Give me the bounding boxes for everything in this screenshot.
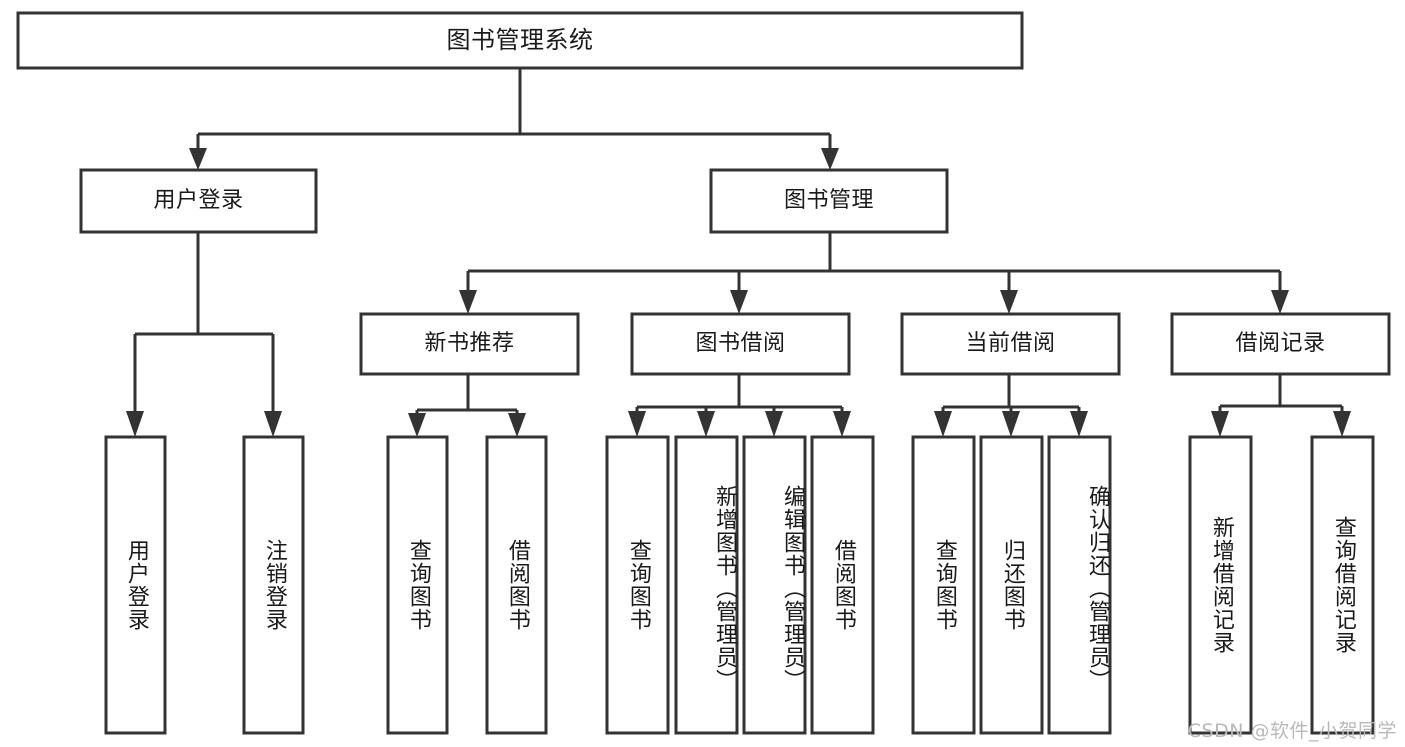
node-box-leaf-6[interactable] xyxy=(742,435,807,735)
arrowhead-leaf-9 xyxy=(1002,411,1020,437)
arrowhead-leaf-10 xyxy=(1070,411,1088,437)
arrowhead-leaf-1 xyxy=(264,411,282,437)
node-box-leaf-0[interactable] xyxy=(104,435,167,735)
arrowhead-leaf-12 xyxy=(1333,411,1351,437)
node-box-root[interactable] xyxy=(16,11,1024,70)
arrowhead-borrow-record xyxy=(1271,290,1289,314)
node-box-leaf-9[interactable] xyxy=(979,435,1044,735)
arrowhead-leaf-5 xyxy=(697,411,715,437)
arrowhead-new-book-recommend xyxy=(459,290,477,314)
node-box-leaf-1[interactable] xyxy=(242,435,305,735)
node-box-leaf-4[interactable] xyxy=(605,435,670,735)
node-box-leaf-10[interactable] xyxy=(1047,435,1112,735)
node-box-leaf-8[interactable] xyxy=(911,435,976,735)
arrowhead-leaf-4 xyxy=(628,411,646,437)
arrowhead-leaf-7 xyxy=(833,411,851,437)
node-box-leaf-11[interactable] xyxy=(1188,435,1253,735)
arrowhead-leaf-6 xyxy=(765,411,783,437)
node-box-leaf-2[interactable] xyxy=(386,435,449,735)
arrowhead-leaf-3 xyxy=(508,413,526,437)
node-box-user-login[interactable] xyxy=(79,168,318,234)
node-box-leaf-12[interactable] xyxy=(1310,435,1375,735)
arrowhead-user-login xyxy=(189,148,207,170)
arrowhead-leaf-0 xyxy=(126,411,144,437)
arrowhead-leaf-11 xyxy=(1211,411,1229,437)
node-box-leaf-3[interactable] xyxy=(485,435,548,735)
arrowhead-current-borrow xyxy=(1000,290,1018,314)
arrowhead-leaf-8 xyxy=(934,411,952,437)
arrowhead-leaf-2 xyxy=(408,413,426,437)
node-box-borrow-record[interactable] xyxy=(1170,312,1391,376)
node-box-current-borrow[interactable] xyxy=(900,312,1121,376)
node-box-new-book-recommend[interactable] xyxy=(359,312,580,376)
node-box-book-management[interactable] xyxy=(709,168,949,234)
node-box-book-borrow[interactable] xyxy=(630,312,851,376)
node-box-leaf-7[interactable] xyxy=(810,435,875,735)
arrowhead-book-management xyxy=(821,148,839,170)
arrowhead-book-borrow xyxy=(730,290,748,314)
node-box-leaf-5[interactable] xyxy=(674,435,739,735)
